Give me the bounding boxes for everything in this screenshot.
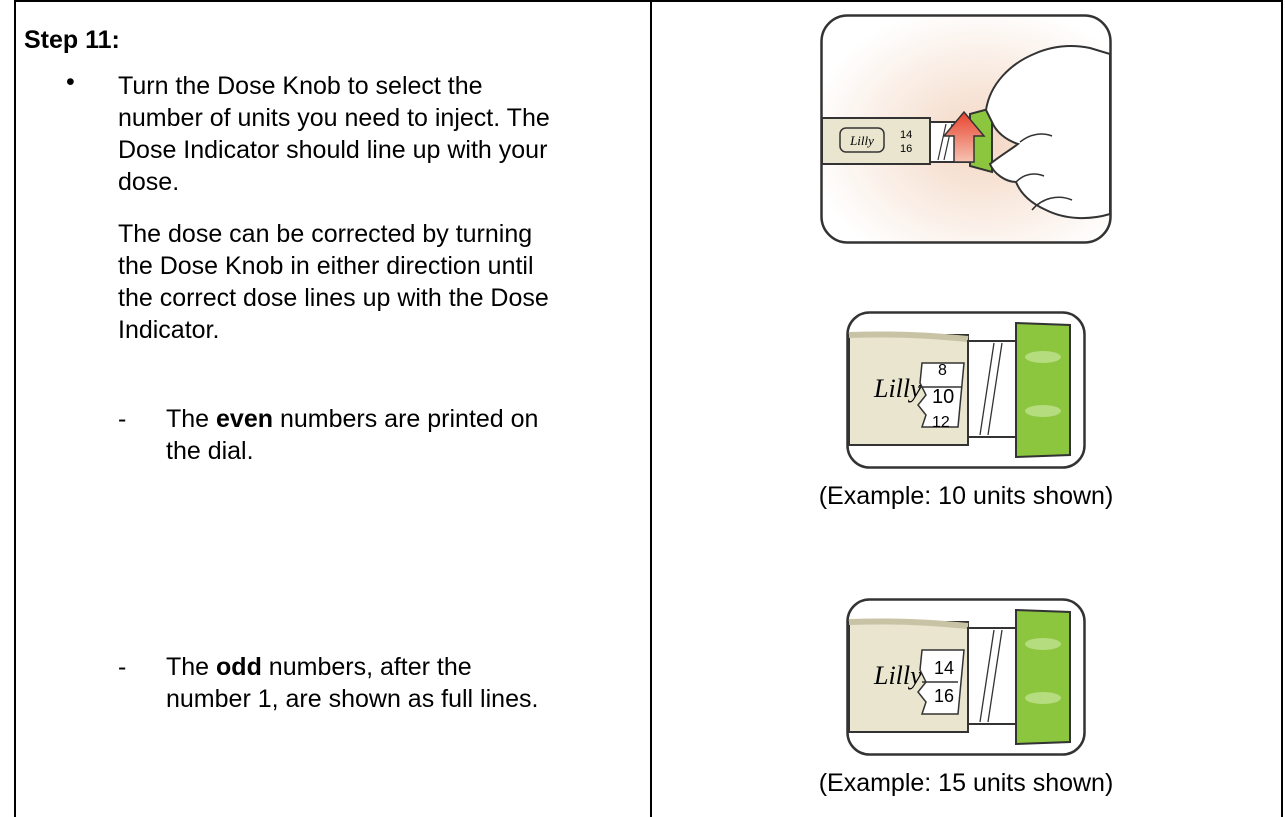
paragraph-line: the Dose Knob in either direction until xyxy=(118,252,534,280)
even-numbers-note: The even numbers are printed on the dial… xyxy=(166,403,538,467)
hand-icon xyxy=(984,45,1111,220)
caption-example-15: (Example: 15 units shown) xyxy=(818,769,1114,797)
pen-label: Lilly xyxy=(873,374,922,403)
even-post: numbers are printed on xyxy=(273,405,539,433)
bullet-text: Turn the Dose Knob to select the number … xyxy=(118,70,550,198)
dose-knob-turning-illustration: Lilly 14 16 xyxy=(820,14,1112,244)
odd-line-1: The odd numbers, after the xyxy=(166,651,538,683)
bullet-line: Turn the Dose Knob to select the xyxy=(118,72,483,100)
dial-number: 12 xyxy=(932,414,950,431)
bullet-icon: • xyxy=(66,68,75,96)
pen-label: Lilly xyxy=(849,133,874,148)
even-pre: The xyxy=(166,405,217,433)
odd-numbers-note: The odd numbers, after the number 1, are… xyxy=(166,651,538,715)
bullet-line: Dose Indicator should line up with your xyxy=(118,136,548,164)
odd-pre: The xyxy=(166,653,217,681)
bullet-line: number of units you need to inject. The xyxy=(118,104,550,132)
paragraph-line: the correct dose lines up with the Dose xyxy=(118,284,549,312)
table-right-border xyxy=(1281,0,1283,817)
dial-number: 8 xyxy=(938,362,947,379)
bullet-line: dose. xyxy=(118,168,180,196)
pen-label: Lilly xyxy=(873,661,922,690)
odd-line-2: number 1, are shown as full lines. xyxy=(166,685,539,713)
correction-paragraph: The dose can be corrected by turning the… xyxy=(118,218,549,346)
odd-post: numbers, after the xyxy=(261,653,472,681)
even-line-2: the dial. xyxy=(166,437,254,465)
paragraph-line: Indicator. xyxy=(118,316,220,344)
dial-number: 14 xyxy=(934,658,954,678)
dash-even: - xyxy=(118,405,127,433)
table-top-border xyxy=(14,0,1283,2)
even-bold: even xyxy=(216,405,274,433)
table-left-border xyxy=(14,0,16,817)
caption-example-10: (Example: 10 units shown) xyxy=(818,482,1114,510)
dial-number: 14 xyxy=(900,129,912,141)
dose-window-10-units-illustration: Lilly 8 10 12 xyxy=(846,311,1086,469)
paragraph-line: The dose can be corrected by turning xyxy=(118,220,533,248)
dial-number: 10 xyxy=(932,386,954,408)
dial-number: 16 xyxy=(900,143,912,155)
direction-arrow-icon xyxy=(942,110,986,163)
even-line-1: The even numbers are printed on xyxy=(166,403,538,435)
dose-window-15-units-illustration: Lilly 14 16 xyxy=(846,598,1086,756)
dial-number: 16 xyxy=(934,686,954,706)
step-heading: Step 11: xyxy=(24,26,120,54)
odd-bold: odd xyxy=(216,653,262,681)
dash-odd: - xyxy=(118,653,127,681)
table-column-divider xyxy=(650,0,652,817)
